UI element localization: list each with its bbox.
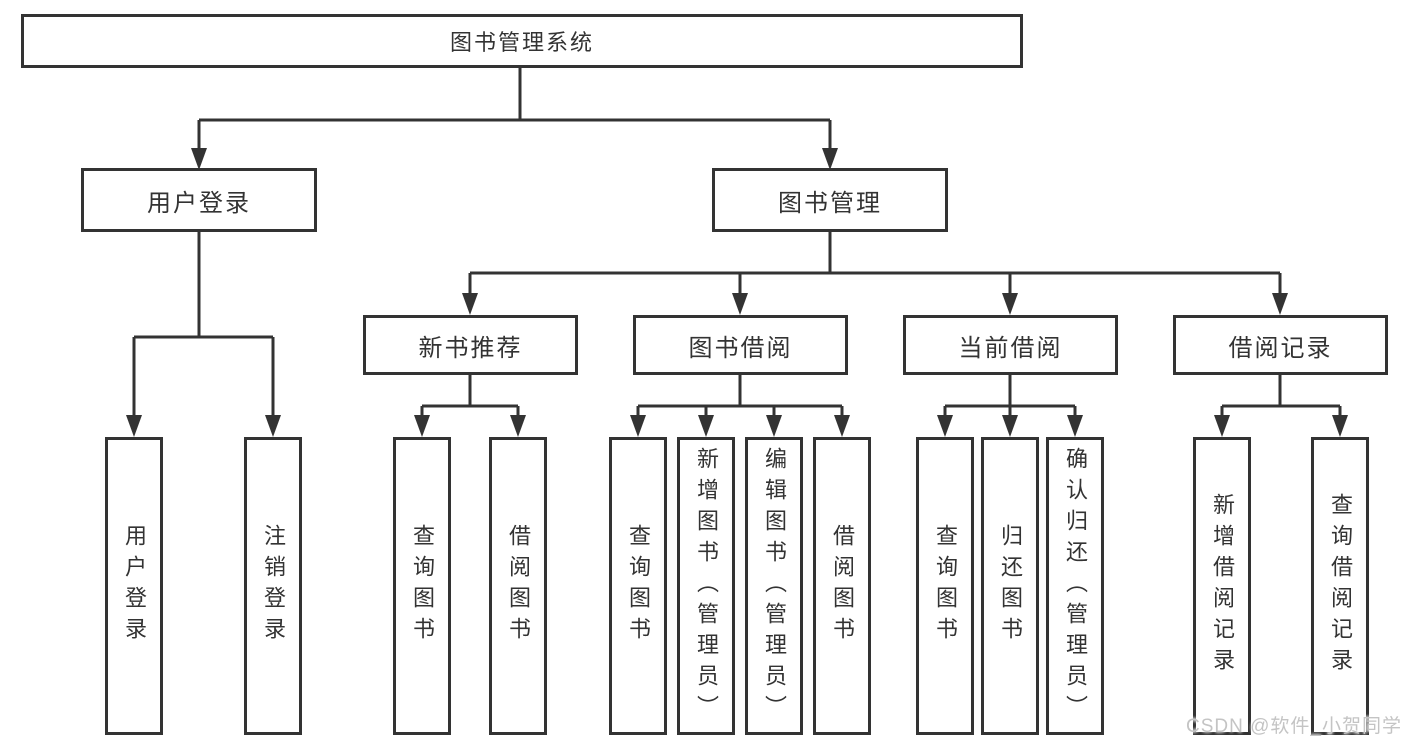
arrow-down-icon bbox=[126, 415, 142, 437]
leaf-add-book-admin-label: 新增图书（管理员） bbox=[694, 446, 719, 726]
connector-line bbox=[943, 375, 1077, 417]
leaf-borrow-books-newbook-label: 借阅图书 bbox=[506, 524, 531, 648]
node-new-book-recommend-label: 新书推荐 bbox=[418, 334, 523, 362]
node-book-management: 图书管理 bbox=[712, 168, 948, 232]
arrow-down-icon bbox=[937, 415, 953, 437]
arrow-down-icon bbox=[191, 148, 207, 170]
leaf-add-borrow-record-label: 新增借阅记录 bbox=[1210, 493, 1235, 679]
node-current-borrow: 当前借阅 bbox=[903, 315, 1118, 375]
leaf-user-login-label: 用户登录 bbox=[122, 524, 147, 648]
leaf-add-borrow-record: 新增借阅记录 bbox=[1193, 437, 1251, 735]
arrow-down-icon bbox=[1002, 293, 1018, 315]
connector-line bbox=[636, 375, 844, 417]
leaf-confirm-return-admin-label: 确认归还（管理员） bbox=[1063, 446, 1088, 726]
leaf-return-book: 归还图书 bbox=[981, 437, 1039, 735]
arrow-down-icon bbox=[822, 148, 838, 170]
leaf-query-books-borrow-label: 查询图书 bbox=[626, 524, 651, 648]
leaf-borrow-books-newbook: 借阅图书 bbox=[489, 437, 547, 735]
arrow-down-icon bbox=[510, 415, 526, 437]
leaf-logout-label: 注销登录 bbox=[261, 524, 286, 648]
node-borrow-records: 借阅记录 bbox=[1173, 315, 1388, 375]
connector-line bbox=[420, 375, 520, 417]
node-borrow-records-label: 借阅记录 bbox=[1228, 334, 1333, 362]
leaf-query-borrow-record-label: 查询借阅记录 bbox=[1328, 493, 1353, 679]
csdn-watermark: CSDN @软件_小贺同学 bbox=[1186, 716, 1402, 737]
connector-line bbox=[197, 68, 832, 149]
leaf-query-books-current-label: 查询图书 bbox=[933, 524, 958, 648]
leaf-borrow-books-borrow: 借阅图书 bbox=[813, 437, 871, 735]
leaf-confirm-return-admin: 确认归还（管理员） bbox=[1046, 437, 1104, 735]
node-user-login-label: 用户登录 bbox=[147, 189, 251, 217]
leaf-add-book-admin: 新增图书（管理员） bbox=[677, 437, 735, 735]
arrow-down-icon bbox=[1002, 415, 1018, 437]
leaf-query-books-newbook: 查询图书 bbox=[393, 437, 451, 735]
connector-line bbox=[468, 232, 1282, 295]
arrow-down-icon bbox=[1067, 415, 1083, 437]
arrow-down-icon bbox=[698, 415, 714, 437]
arrow-down-icon bbox=[414, 415, 430, 437]
node-new-book-recommend: 新书推荐 bbox=[363, 315, 578, 375]
leaf-return-book-label: 归还图书 bbox=[998, 524, 1023, 648]
connector-line bbox=[132, 232, 275, 417]
leaf-logout: 注销登录 bbox=[244, 437, 302, 735]
node-current-borrow-label: 当前借阅 bbox=[958, 334, 1063, 362]
arrow-down-icon bbox=[732, 293, 748, 315]
arrow-down-icon bbox=[1272, 293, 1288, 315]
leaf-query-books-borrow: 查询图书 bbox=[609, 437, 667, 735]
leaf-query-borrow-record: 查询借阅记录 bbox=[1311, 437, 1369, 735]
leaf-query-books-current: 查询图书 bbox=[916, 437, 974, 735]
leaf-query-books-newbook-label: 查询图书 bbox=[410, 524, 435, 648]
arrow-down-icon bbox=[462, 293, 478, 315]
leaf-edit-book-admin-label: 编辑图书（管理员） bbox=[762, 446, 787, 726]
leaf-edit-book-admin: 编辑图书（管理员） bbox=[745, 437, 803, 735]
leaf-borrow-books-borrow-label: 借阅图书 bbox=[830, 524, 855, 648]
node-book-borrow: 图书借阅 bbox=[633, 315, 848, 375]
node-root: 图书管理系统 bbox=[21, 14, 1023, 68]
node-book-borrow-label: 图书借阅 bbox=[688, 334, 793, 362]
arrow-down-icon bbox=[265, 415, 281, 437]
arrow-down-icon bbox=[630, 415, 646, 437]
arrow-down-icon bbox=[766, 415, 782, 437]
arrow-down-icon bbox=[1214, 415, 1230, 437]
node-user-login: 用户登录 bbox=[81, 168, 317, 232]
connector-line bbox=[1220, 375, 1342, 417]
arrow-down-icon bbox=[834, 415, 850, 437]
node-root-label: 图书管理系统 bbox=[449, 30, 594, 55]
node-book-management-label: 图书管理 bbox=[778, 189, 882, 217]
leaf-user-login: 用户登录 bbox=[105, 437, 163, 735]
arrow-down-icon bbox=[1332, 415, 1348, 437]
